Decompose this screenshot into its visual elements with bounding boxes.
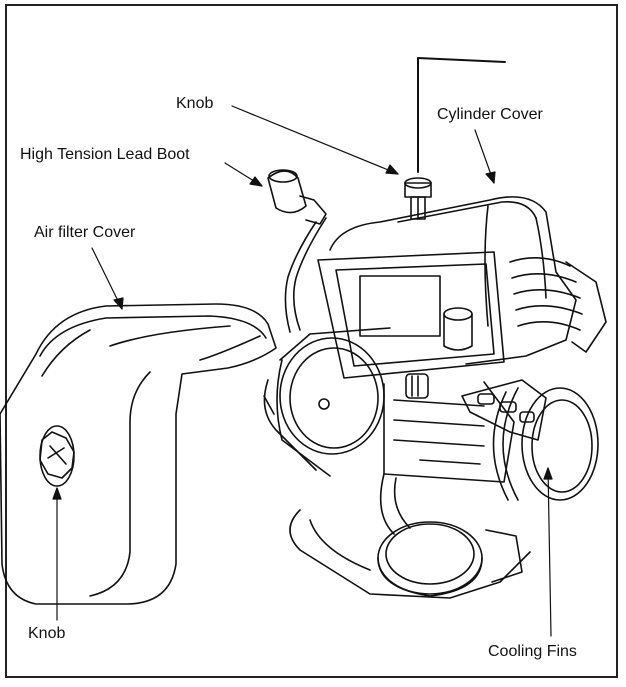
label-high-tension-lead-boot: High Tension Lead Boot [20, 146, 190, 163]
knob-bottom-part [40, 426, 74, 486]
leader-knob-top [232, 106, 398, 174]
label-cylinder-cover: Cylinder Cover [437, 106, 543, 123]
leader-cooling-fins [548, 468, 551, 636]
hex-key-tool [418, 58, 505, 172]
cooling-fins-right [493, 388, 598, 500]
leader-lines [53, 106, 552, 636]
cooling-fins-top [510, 258, 606, 352]
label-cooling-fins: Cooling Fins [488, 643, 577, 660]
knob-top-part [405, 178, 431, 219]
engine-body-part [264, 197, 606, 598]
label-knob-bottom: Knob [28, 625, 66, 642]
lead-boot-part [268, 170, 326, 332]
label-knob-top: Knob [176, 95, 214, 112]
air-filter-cover-part [0, 304, 276, 604]
label-air-filter-cover: Air filter Cover [34, 224, 136, 241]
